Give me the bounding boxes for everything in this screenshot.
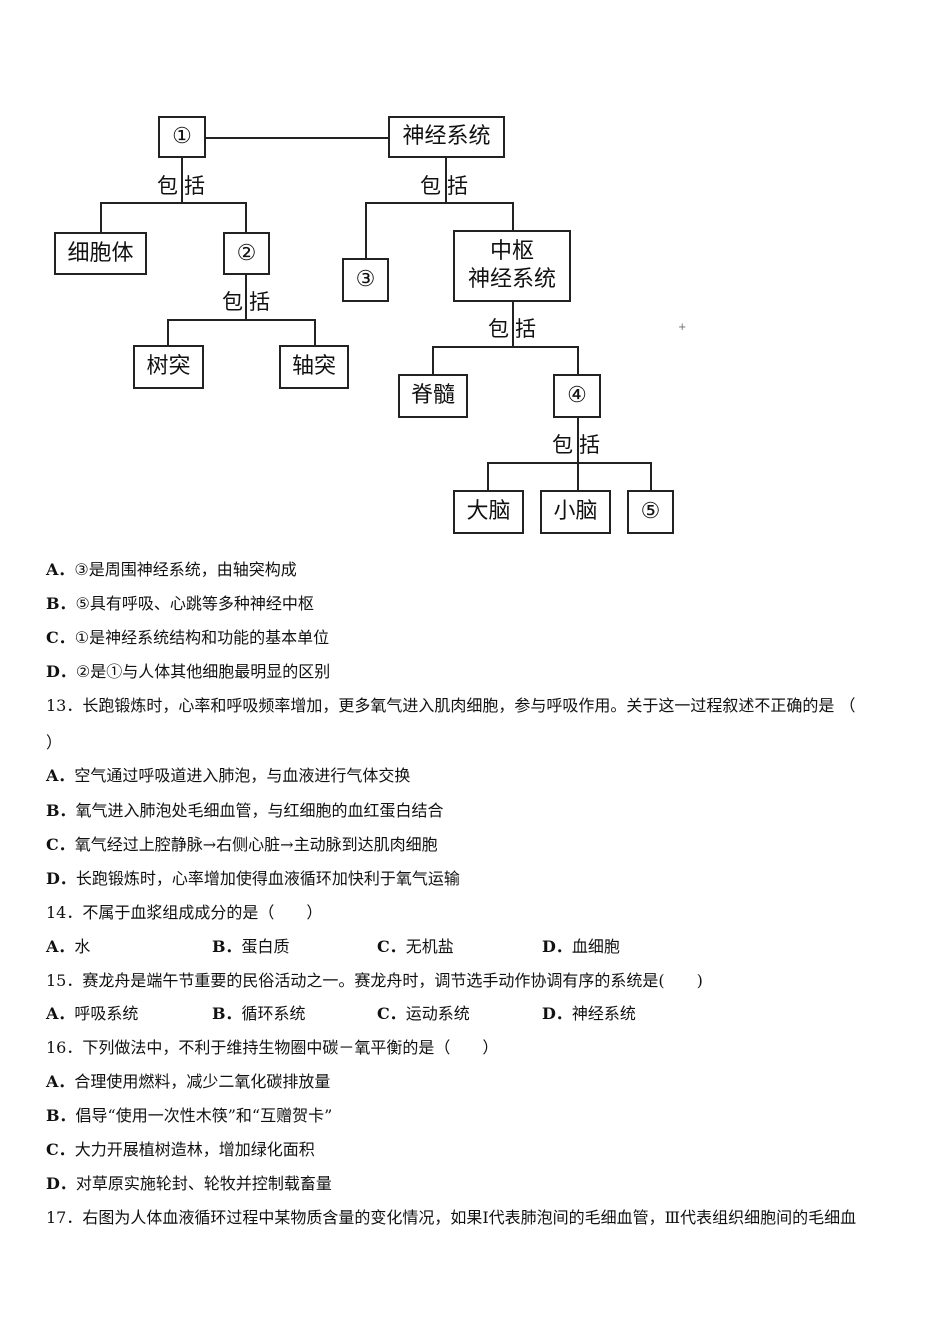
connector [650,462,652,490]
connector [445,158,447,202]
node-cerebrum: 大脑 [453,490,524,534]
q13-option-b: B．氧气进入肺泡处毛细血管，与红细胞的血红蛋白结合 [46,801,444,820]
q15-option-d: D．神经系统 [542,1004,636,1023]
node-1: ① [158,116,206,158]
node-cell-body: 细胞体 [54,232,147,275]
q12-option-d: D．②是①与人体其他细胞最明显的区别 [46,662,331,681]
q16-option-d: D．对草原实施轮封、轮牧并控制载畜量 [46,1174,332,1193]
q15-stem: 15．赛龙舟是端午节重要的民俗活动之一。赛龙舟时，调节选手动作协调有序的系统是(… [46,971,703,990]
include-label: 包括 [488,317,542,341]
q17-stem: 17．右图为人体血液循环过程中某物质含量的变化情况，如果Ⅰ代表肺泡间的毛细血管，… [46,1208,857,1227]
connector [167,319,169,345]
connector [432,346,434,374]
connector [365,202,367,258]
q13-option-d: D．长跑锻炼时，心率增加使得血液循环加快利于氧气运输 [46,869,460,888]
connector [206,137,389,139]
nervous-system-concept-map: ① 神经系统 细胞体 ② ③ 中枢 神经系统 树突 轴突 脊髓 ④ 大脑 小脑 … [0,0,950,545]
node-5: ⑤ [627,490,674,534]
include-label: 包括 [157,174,211,198]
q15-option-b: B．循环系统 [212,1004,306,1023]
include-label: 包括 [552,433,606,457]
q14-option-b: B．蛋白质 [212,937,290,956]
q14-stem: 14．不属于血浆组成成分的是（ ） [46,903,323,922]
connector [100,202,246,204]
connector [577,346,579,374]
include-label: 包括 [222,290,276,314]
node-cerebellum: 小脑 [540,490,611,534]
node-spinal-cord: 脊髓 [398,374,468,418]
node-4: ④ [553,374,601,418]
connector [487,462,489,490]
q14-option-c: C．无机盐 [377,937,454,956]
q13-option-c: C．氧气经过上腔静脉→右侧心脏→主动脉到达肌肉细胞 [46,835,438,854]
q16-option-c: C．大力开展植树造林，增加绿化面积 [46,1140,315,1159]
q16-option-b: B．倡导“使用一次性木筷”和“互赠贺卡” [46,1106,333,1125]
connector [487,462,651,464]
connector [512,202,514,230]
connector [167,319,315,321]
q12-option-b: B．⑤具有呼吸、心跳等多种神经中枢 [46,594,314,613]
node-axon: 轴突 [279,345,349,389]
connector [314,319,316,345]
connector [245,202,247,232]
connector [365,202,513,204]
node-3: ③ [342,258,389,302]
include-label: 包括 [420,174,474,198]
connector [181,158,183,202]
connector [245,275,247,319]
node-central-nervous-system: 中枢 神经系统 [453,230,571,302]
connector [577,462,579,490]
q13-option-a: A．空气通过呼吸道进入肺泡，与血液进行气体交换 [46,766,411,785]
node-nervous-system: 神经系统 [388,116,505,158]
connector [577,418,579,462]
q15-option-a: A．呼吸系统 [46,1004,139,1023]
stray-mark: + [678,322,687,333]
q16-option-a: A．合理使用燃料，减少二氧化碳排放量 [46,1072,331,1091]
connector [432,346,578,348]
q13-stem: 13．长跑锻炼时，心率和呼吸频率增加，更多氧气进入肌肉细胞，参与呼吸作用。关于这… [46,696,856,715]
q13-stem-end: ） [46,733,63,752]
connector [100,202,102,232]
q14-option-d: D．血细胞 [542,937,620,956]
node-dendrite: 树突 [133,345,204,389]
q12-option-a: A．③是周围神经系统，由轴突构成 [46,560,297,579]
q15-option-c: C．运动系统 [377,1004,470,1023]
connector [512,302,514,346]
q14-option-a: A．水 [46,937,91,956]
q12-option-c: C．①是神经系统结构和功能的基本单位 [46,628,330,647]
q16-stem: 16．下列做法中，不利于维持生物圈中碳－氧平衡的是（ ） [46,1038,499,1057]
node-2: ② [223,232,270,275]
